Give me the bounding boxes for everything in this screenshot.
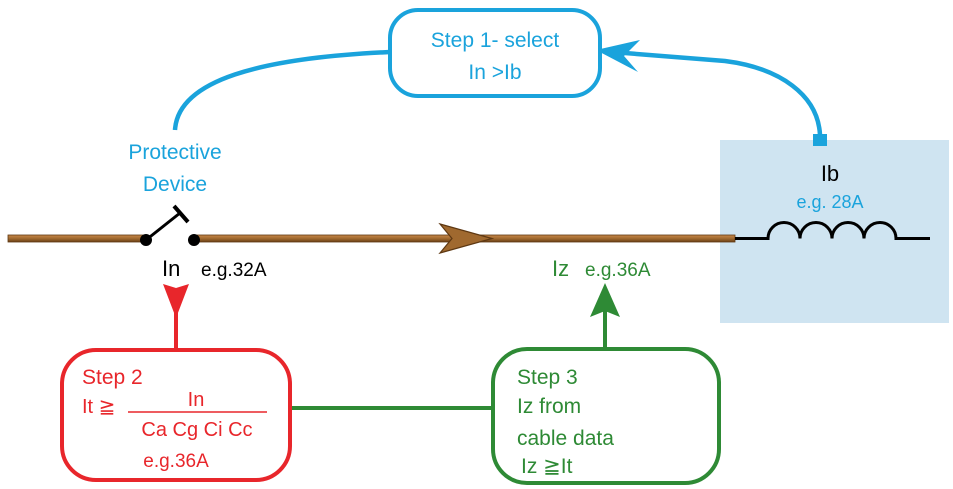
- step3-line3: Iz ≧It: [521, 455, 573, 478]
- step2-numerator: In: [188, 389, 205, 411]
- protective-device-line2: Device: [143, 173, 207, 196]
- step1-box: [388, 8, 602, 98]
- step2-lhs: It ≧: [82, 396, 115, 418]
- step3-line1: Iz from: [517, 395, 581, 418]
- step1-connector: [172, 40, 827, 146]
- cable-label-iz: Iz: [552, 256, 569, 281]
- circuit-breaker-switch-icon: [140, 204, 200, 246]
- step3-line2: cable data: [517, 427, 614, 450]
- step3-arrowhead: [590, 283, 620, 317]
- step1-line2: In >Ib: [468, 61, 521, 84]
- step3-box: [491, 347, 721, 485]
- step2-title: Step 2: [82, 366, 143, 389]
- cable-example: e.g.36A: [585, 260, 651, 281]
- step1-line1: Step 1- select: [431, 29, 560, 52]
- protective-device-line1: Protective: [128, 141, 221, 164]
- switch-example: e.g.32A: [201, 260, 267, 281]
- step2-arrowhead: [163, 284, 189, 318]
- cable-line: [7, 234, 736, 243]
- step2-example: e.g.36A: [143, 451, 209, 472]
- step2-connector: [163, 284, 189, 350]
- step2-denominator: Ca Cg Ci Cc: [141, 419, 252, 441]
- load-connection-marker: [813, 134, 827, 146]
- inductor-coil-icon: [735, 221, 930, 240]
- step1-arrowhead: [596, 40, 640, 72]
- load-example: e.g. 28A: [796, 192, 863, 212]
- load-label-ib: Ib: [821, 161, 839, 186]
- step3-title: Step 3: [517, 366, 578, 389]
- switch-label-in: In: [162, 256, 180, 281]
- step2-box: [60, 348, 292, 482]
- step3-connector: [590, 283, 620, 349]
- cable-direction-arrow: [438, 222, 495, 255]
